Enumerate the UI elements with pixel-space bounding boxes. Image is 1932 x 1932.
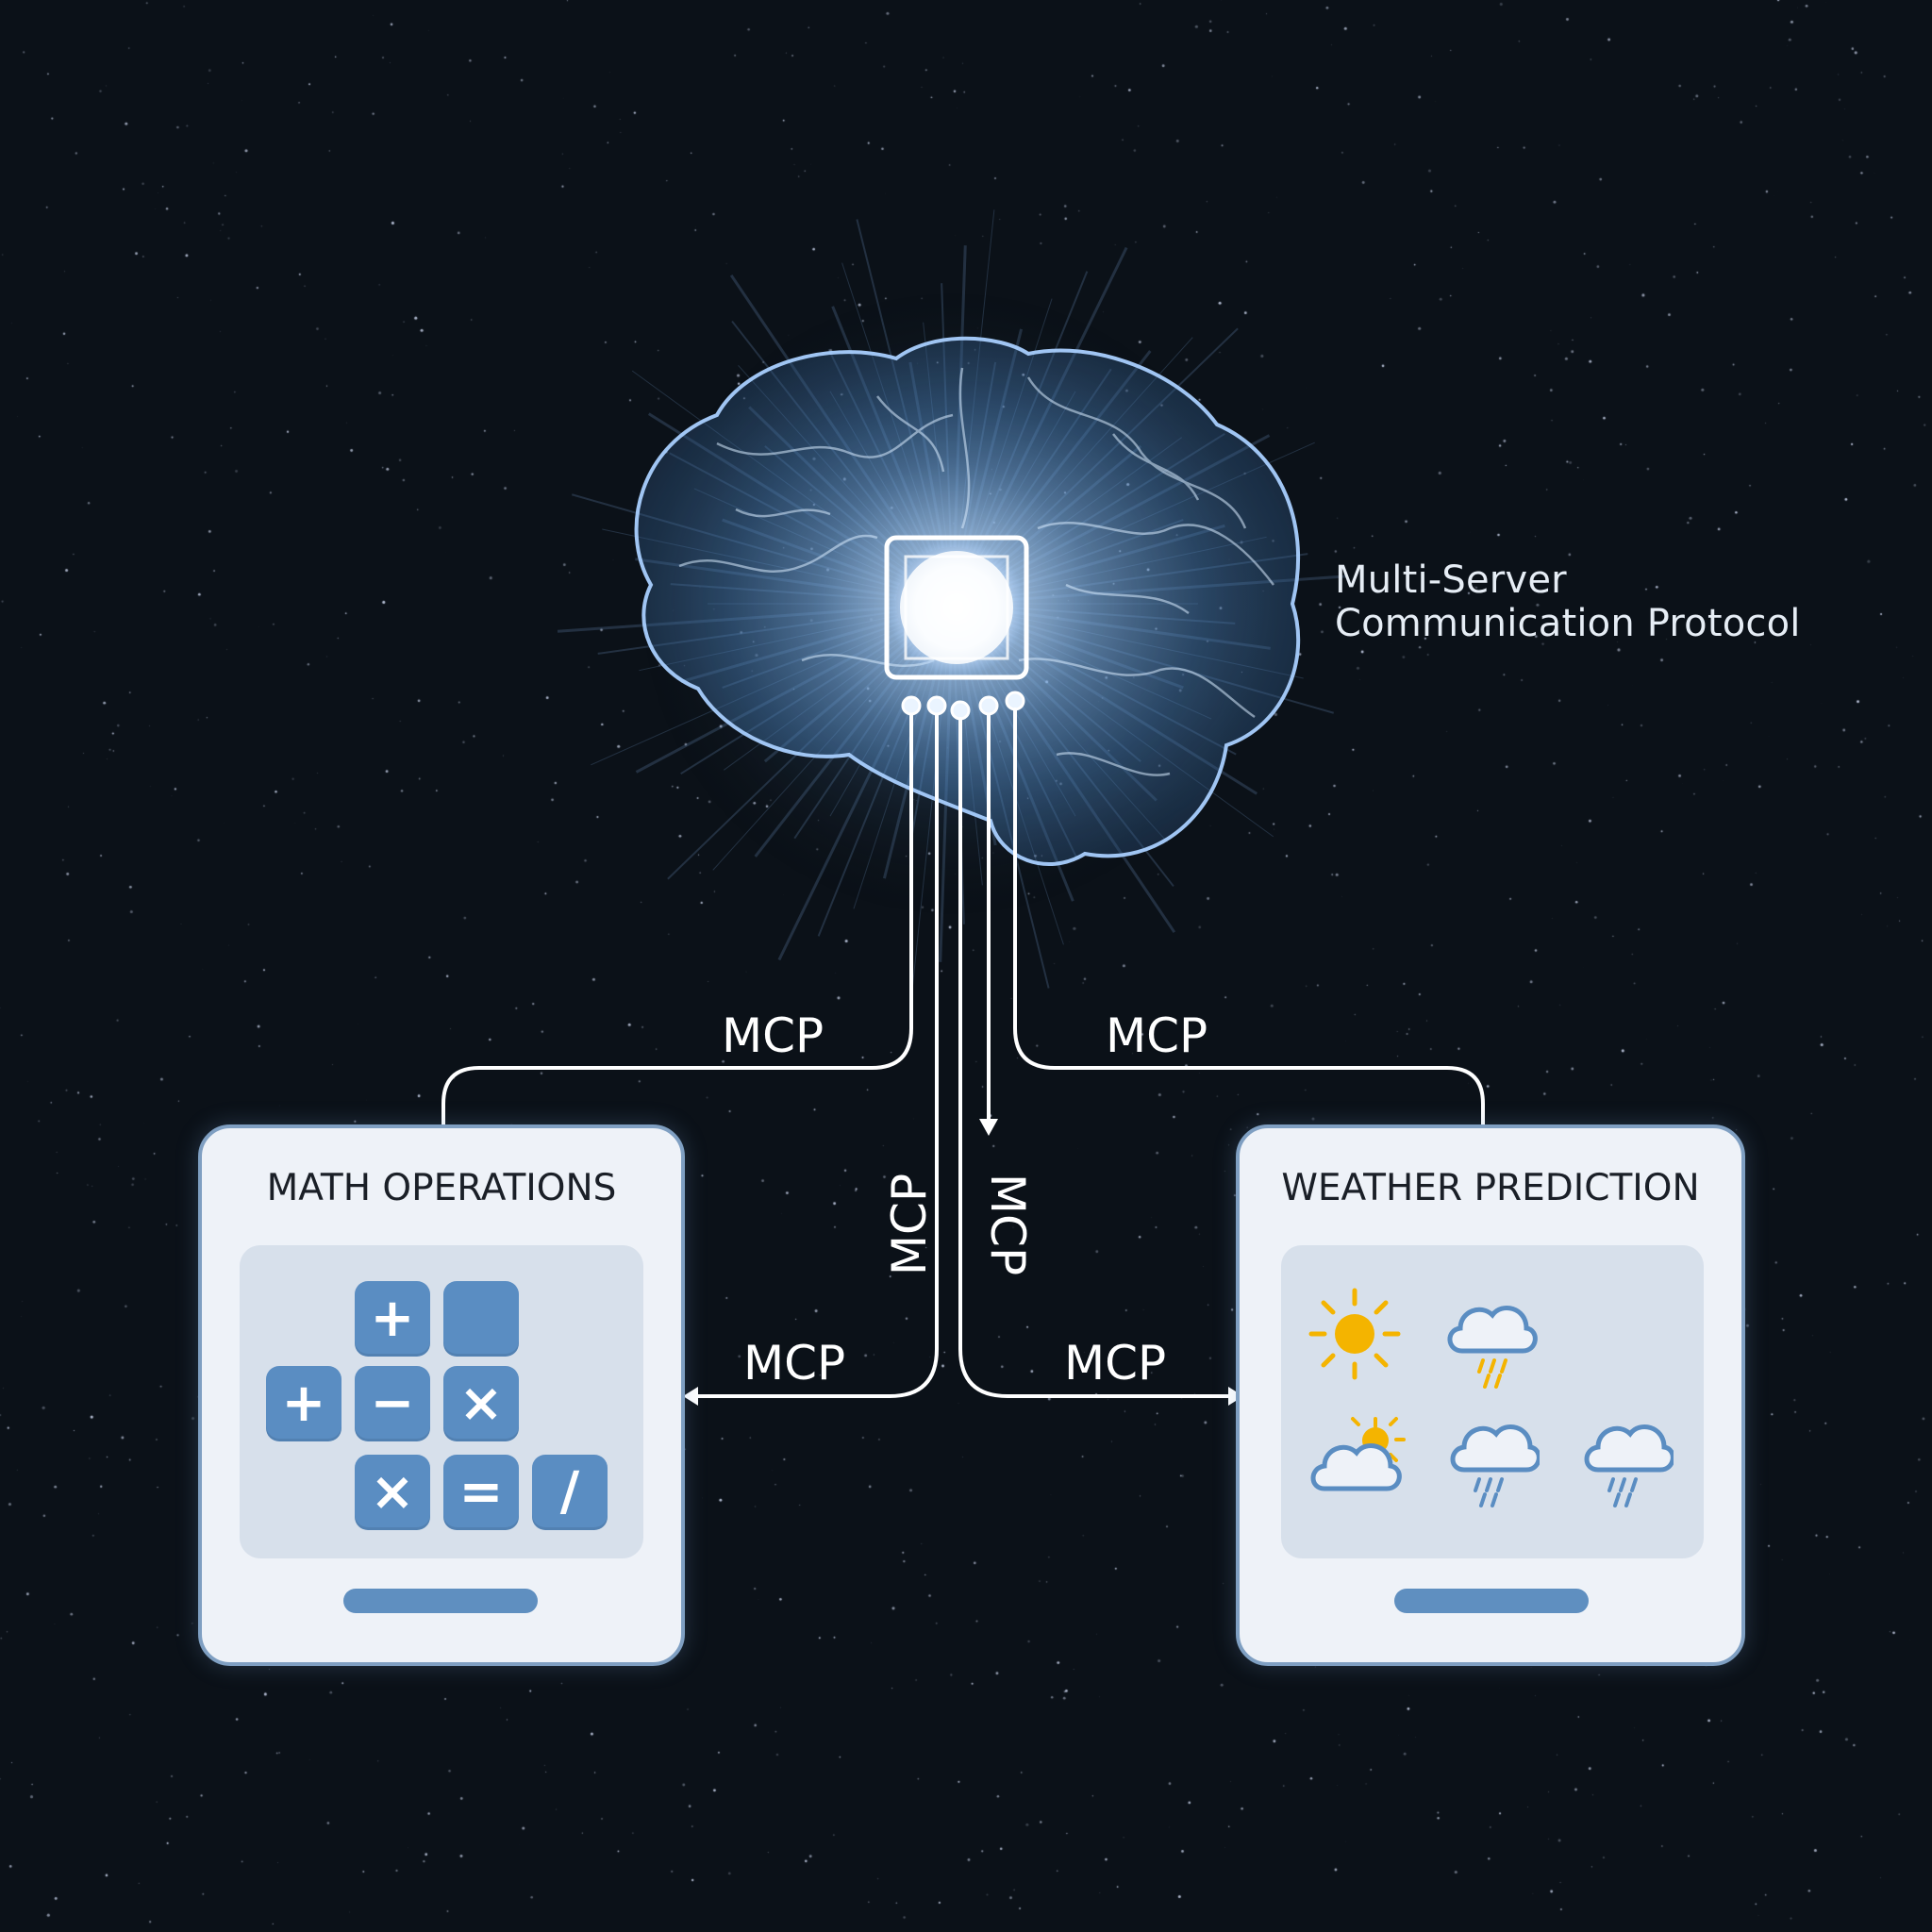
diagram-caption: Multi-Server Communication Protocol: [1335, 558, 1801, 645]
plus-key[interactable]: +: [355, 1281, 430, 1357]
mcp-label-center-right-vertical: MCP: [980, 1173, 1036, 1276]
partly-sunny-icon: [1310, 1417, 1406, 1491]
weather-prediction-panel[interactable]: WEATHER PREDICTION: [1236, 1124, 1745, 1666]
rain-cloud-icon: [1584, 1424, 1674, 1507]
caption-line-2: Communication Protocol: [1335, 602, 1801, 645]
rain-cloud-icon: [1447, 1306, 1538, 1389]
mcp-label-right-lower: MCP: [1064, 1336, 1167, 1391]
arrowhead-math: [683, 1387, 698, 1406]
mcp-label-center-left-vertical: MCP: [882, 1173, 938, 1276]
chip-pins: [901, 691, 1025, 721]
minus-key[interactable]: −: [355, 1366, 430, 1441]
blank-key[interactable]: [443, 1281, 519, 1357]
caption-line-1: Multi-Server: [1335, 558, 1567, 602]
multiply-key[interactable]: ×: [443, 1366, 519, 1441]
math-panel-title: MATH OPERATIONS: [266, 1167, 617, 1209]
weather-panel-title: WEATHER PREDICTION: [1281, 1167, 1700, 1209]
math-keypad-area: + + − × × = /: [240, 1245, 643, 1558]
divide-key[interactable]: /: [532, 1455, 608, 1530]
connector-to-math: [696, 713, 939, 1398]
equals-key[interactable]: =: [443, 1455, 519, 1530]
math-operations-panel[interactable]: MATH OPERATIONS + + − × × = /: [198, 1124, 685, 1666]
mcp-label-right-upper: MCP: [1106, 1008, 1208, 1063]
weather-panel-bar[interactable]: [1394, 1589, 1589, 1613]
connector-left-panel: [441, 713, 913, 1126]
arrowhead-center: [979, 1119, 998, 1136]
mcp-label-left-lower: MCP: [743, 1336, 846, 1391]
plus-key[interactable]: +: [266, 1366, 341, 1441]
rain-cloud-icon: [1450, 1424, 1540, 1507]
weather-forecast-area: [1281, 1245, 1704, 1558]
connector-right-panel: [1013, 708, 1485, 1126]
math-panel-bar[interactable]: [343, 1589, 538, 1613]
mcp-label-left-upper: MCP: [722, 1008, 824, 1063]
connector-to-weather: [958, 717, 1230, 1398]
multiply-key[interactable]: ×: [355, 1455, 430, 1530]
sun-icon: [1308, 1288, 1401, 1380]
